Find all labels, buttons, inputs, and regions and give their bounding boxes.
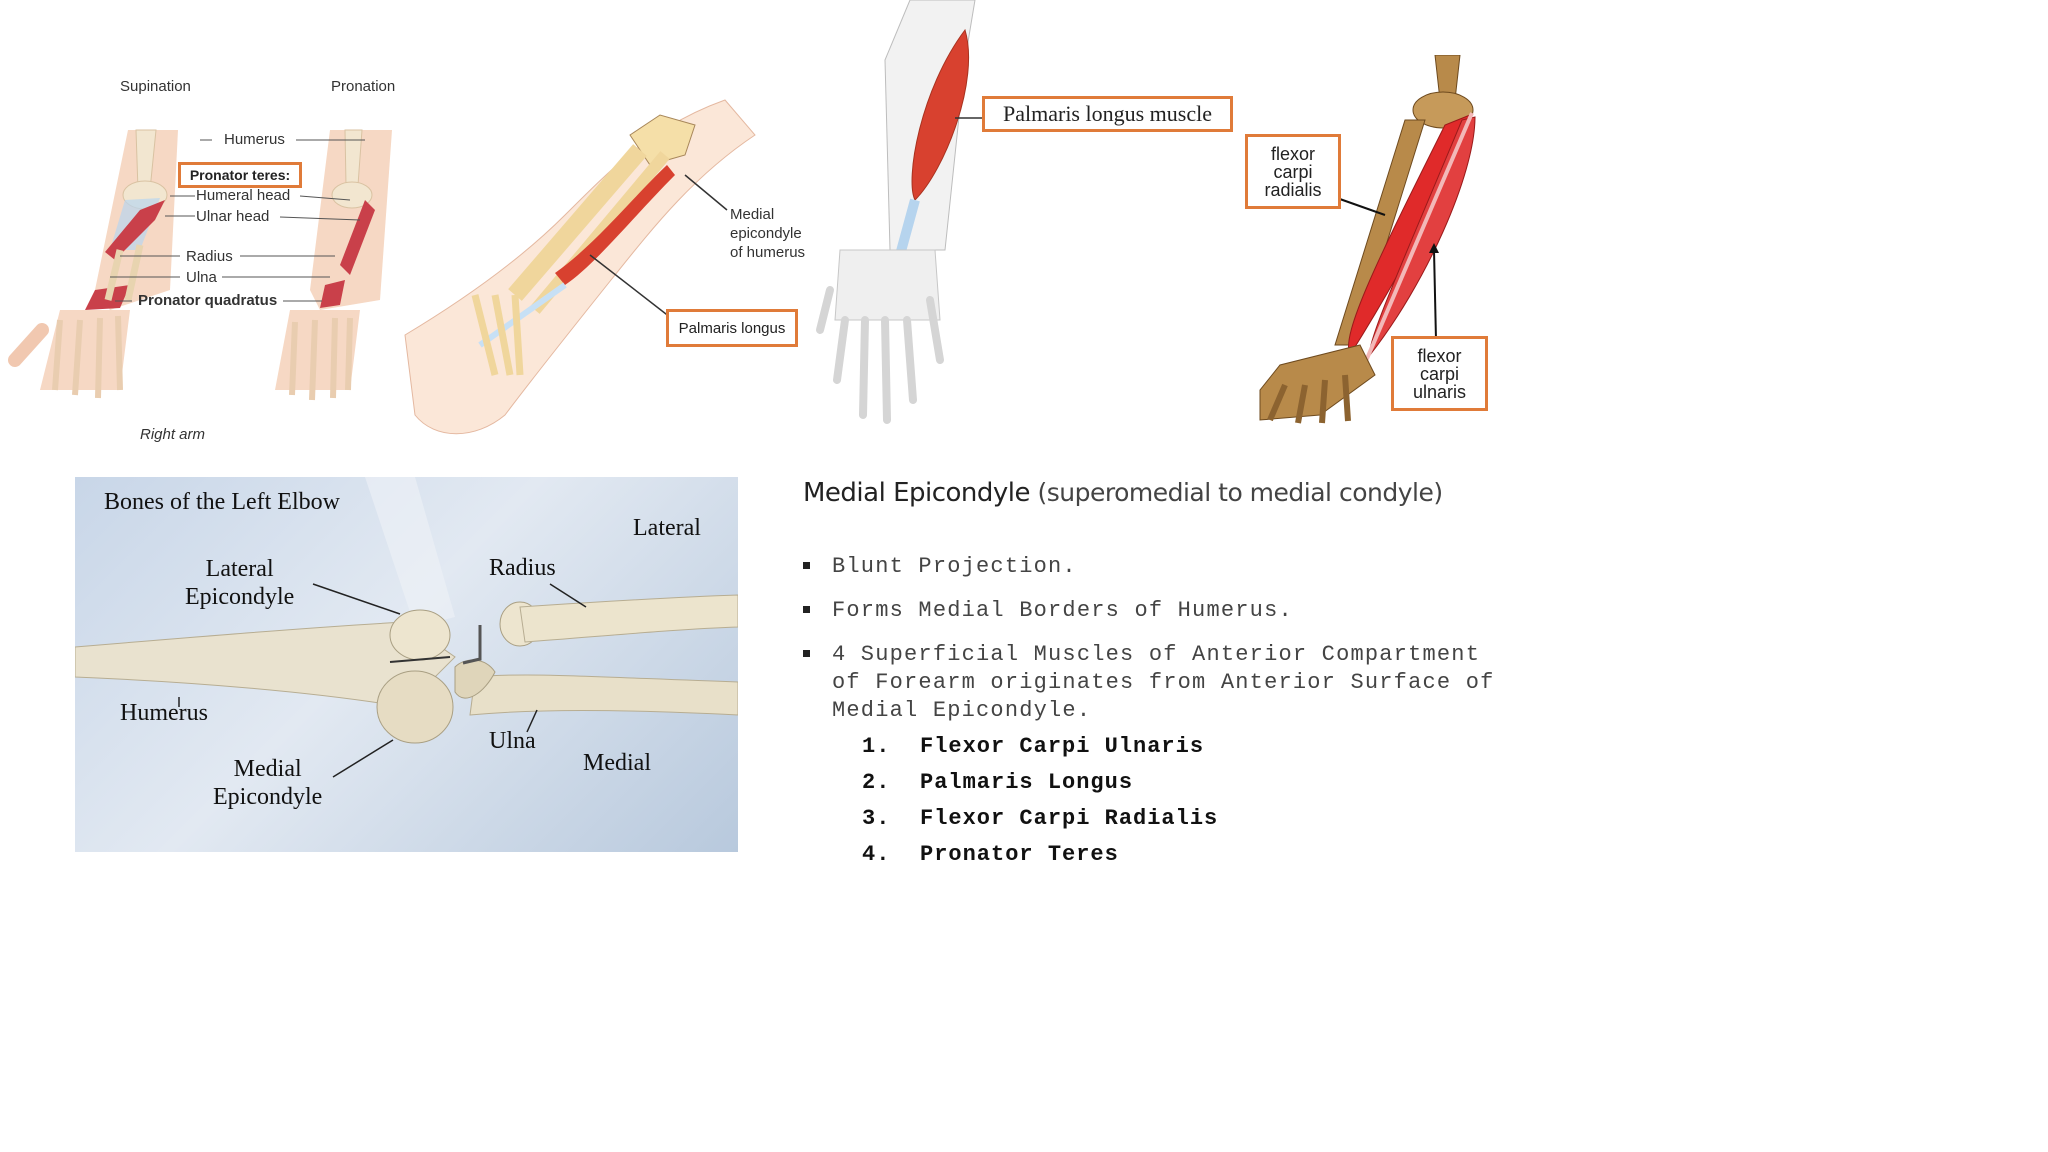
list-text: Pronator Teres — [920, 842, 1119, 867]
lateral-epicondyle-label: Lateral Epicondyle — [185, 555, 294, 611]
humerus-label: Humerus — [224, 131, 285, 148]
bullet-text: Forms Medial Borders of Humerus. — [832, 598, 1293, 623]
humerus-photo-label: Humerus — [120, 700, 208, 726]
bullet-text: Blunt Projection. — [832, 554, 1077, 579]
ulna-label: Ulna — [186, 269, 217, 286]
list-number: 4. — [862, 842, 891, 867]
section-heading: Medial Epicondyle (superomedial to media… — [803, 478, 1443, 508]
list-number: 2. — [862, 770, 891, 795]
label-line: flexor — [1417, 345, 1462, 366]
label-line: flexor — [1270, 143, 1315, 164]
label-line: of humerus — [730, 244, 806, 261]
heading-paren: (superomedial to medial condyle) — [1030, 478, 1443, 507]
pronator-teres-label: Pronator teres: — [189, 167, 291, 183]
palmaris-longus-box: Palmaris longus — [666, 309, 798, 347]
ulna-photo-label: Ulna — [489, 728, 536, 754]
pronator-teres-box: Pronator teres: — [178, 162, 302, 188]
flexor-carpi-radialis-box: flexor carpi radialis — [1245, 134, 1341, 209]
bullet-text-line: of Forearm originates from Anterior Surf… — [832, 670, 1495, 695]
bullet-text-line: Medial Epicondyle. — [832, 698, 1092, 723]
arm-skeleton-illustration — [816, 0, 985, 424]
list-text: Flexor Carpi Radialis — [920, 806, 1219, 831]
list-number: 3. — [862, 806, 891, 831]
radius-photo-label: Radius — [489, 555, 556, 581]
label-line: carpi — [1419, 363, 1459, 384]
supination-label: Supination — [120, 78, 191, 95]
right-arm-label: Right arm — [140, 426, 206, 443]
list-item: 1. Flexor Carpi Ulnaris — [862, 734, 1204, 759]
list-text: Flexor Carpi Ulnaris — [920, 734, 1205, 759]
label-line: Epicondyle — [213, 784, 323, 810]
forearm-bones-illustration — [1259, 55, 1476, 424]
ulnar-head-label: Ulnar head — [196, 208, 270, 225]
label-line: carpi — [1273, 161, 1313, 182]
medial-epicondyle-photo-label: Medial Epicondyle — [213, 755, 322, 811]
humeral-head-label: Humeral head — [196, 187, 291, 204]
label-line: ulnaris — [1412, 381, 1467, 402]
forearm-illustration — [404, 99, 756, 435]
pronator-quadratus-label: Pronator quadratus — [138, 292, 278, 309]
palmaris-longus-diagram: Medial epicondyle of humerus — [395, 95, 820, 450]
list-item: 2. Palmaris Longus — [862, 770, 1133, 795]
palmaris-longus-label: Palmaris longus — [678, 319, 786, 337]
pronation-label: Pronation — [331, 78, 396, 95]
label-line: Medial — [233, 756, 302, 782]
pronator-diagram: Supination Pronation Humerus Pronator te… — [0, 60, 420, 460]
medial-epicondyle-humerus-label: Medial epicondyle of humerus — [730, 205, 805, 262]
elbow-bones-photo: Bones of the Left Elbow Lateral Lateral … — [75, 477, 738, 852]
list-item: 4. Pronator Teres — [862, 842, 1119, 867]
pronator-illustration — [8, 129, 392, 401]
medial-photo-label: Medial — [583, 750, 651, 776]
palmaris-longus-muscle-label: Palmaris longus muscle — [1003, 101, 1212, 126]
bullet-square-icon — [803, 562, 810, 569]
photo-title: Bones of the Left Elbow — [104, 489, 340, 515]
bullet-square-icon — [803, 606, 810, 613]
flexor-carpi-ulnaris-box: flexor carpi ulnaris — [1391, 336, 1488, 411]
label-line: radialis — [1264, 179, 1322, 200]
lateral-label: Lateral — [633, 515, 701, 541]
label-line: Medial — [730, 206, 775, 223]
elbow-bones-illustration — [75, 477, 738, 778]
list-text: Palmaris Longus — [920, 770, 1134, 795]
bullet-text: 4 Superficial Muscles of Anterior Compar… — [832, 642, 1481, 667]
palmaris-longus-muscle-box: Palmaris longus muscle — [982, 96, 1233, 132]
bullet-square-icon — [803, 650, 810, 657]
flexor-carpi-diagram — [1240, 55, 1490, 425]
palmaris-longus-muscle-diagram — [815, 0, 990, 430]
list-item: 3. Flexor Carpi Radialis — [862, 806, 1218, 831]
label-line: Lateral — [205, 556, 274, 582]
heading-main: Medial Epicondyle — [803, 478, 1031, 508]
radius-label: Radius — [186, 248, 233, 265]
label-line: epicondyle — [730, 225, 802, 242]
label-line: Epicondyle — [185, 584, 295, 610]
list-number: 1. — [862, 734, 891, 759]
